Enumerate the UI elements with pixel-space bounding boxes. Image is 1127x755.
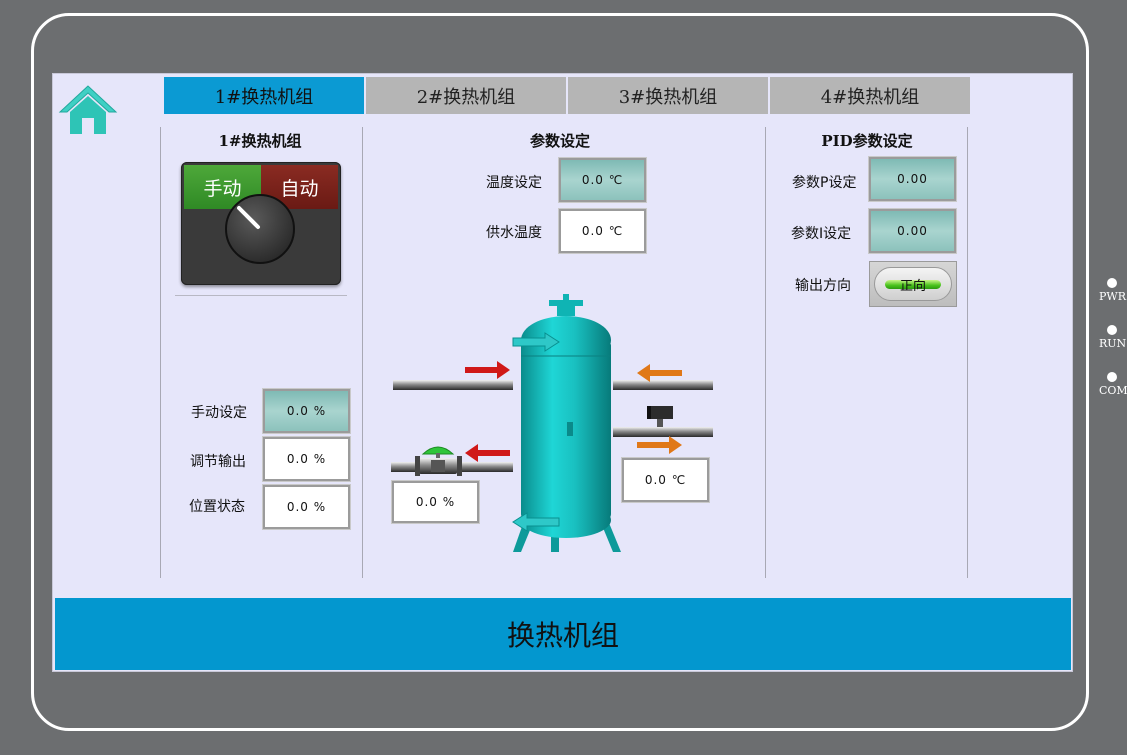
manual-set-input[interactable]: 0.0 % xyxy=(262,388,351,434)
com-indicator: COM xyxy=(1099,372,1127,397)
mode-knob[interactable] xyxy=(225,194,295,264)
tab-unit-4[interactable]: 4#换热机组 xyxy=(770,77,970,114)
position-status-label: 位置状态 xyxy=(189,499,245,515)
run-led xyxy=(1107,325,1117,335)
com-led xyxy=(1107,372,1117,382)
tab-unit-1[interactable]: 1#换热机组 xyxy=(164,77,364,114)
heat-exchanger-tank xyxy=(521,340,611,520)
pwr-indicator: PWR xyxy=(1099,278,1126,303)
run-label: RUN xyxy=(1099,337,1127,350)
param-i-label: 参数I设定 xyxy=(791,226,852,242)
divider xyxy=(362,127,363,578)
divider xyxy=(967,127,968,578)
tab-unit-2[interactable]: 2#换热机组 xyxy=(366,77,566,114)
com-label: COM xyxy=(1099,384,1127,397)
temp-set-label: 温度设定 xyxy=(486,175,542,191)
output-direction-toggle[interactable]: 正向 xyxy=(869,261,957,307)
divider xyxy=(160,127,161,578)
pwr-label: PWR xyxy=(1099,290,1126,303)
divider xyxy=(765,127,766,578)
home-icon[interactable] xyxy=(58,82,118,138)
param-p-input[interactable]: 0.00 xyxy=(868,156,957,202)
output-direction-value: 正向 xyxy=(899,278,926,294)
run-indicator: RUN xyxy=(1099,325,1127,350)
tab-unit-3[interactable]: 3#换热机组 xyxy=(568,77,768,114)
pipe-right-top xyxy=(613,380,713,390)
pid-title: PID参数设定 xyxy=(821,132,913,150)
outlet-temp-value: 0.0 ℃ xyxy=(621,457,710,503)
device-bezel xyxy=(31,13,1089,731)
heat-exchanger-diagram xyxy=(391,294,713,552)
actuator-icon xyxy=(647,406,673,427)
position-status-value: 0.0 % xyxy=(262,484,351,530)
valve-icon xyxy=(415,446,462,476)
temp-set-input[interactable]: 0.0 ℃ xyxy=(558,157,647,203)
footer-title: 换热机组 xyxy=(55,598,1071,670)
pipe-right-middle xyxy=(613,427,713,437)
mode-switch[interactable]: 手动 自动 xyxy=(181,162,341,285)
inlet-pipe-left-top xyxy=(393,380,513,390)
divider xyxy=(175,295,347,296)
supply-temp-value: 0.0 ℃ xyxy=(558,208,647,254)
unit-title: 1#换热机组 xyxy=(218,132,302,150)
param-i-input[interactable]: 0.00 xyxy=(868,208,957,254)
output-direction-label: 输出方向 xyxy=(795,278,851,294)
regulate-output-label: 调节输出 xyxy=(190,454,246,470)
params-title: 参数设定 xyxy=(529,132,590,150)
direction-indicator xyxy=(885,280,941,289)
manual-set-label: 手动设定 xyxy=(191,405,247,421)
param-p-label: 参数P设定 xyxy=(792,175,857,191)
output-direction-pill[interactable]: 正向 xyxy=(874,267,952,301)
valve-opening-value: 0.0 % xyxy=(391,480,480,524)
pwr-led xyxy=(1107,278,1117,288)
regulate-output-value: 0.0 % xyxy=(262,436,351,482)
supply-temp-label: 供水温度 xyxy=(486,225,542,241)
